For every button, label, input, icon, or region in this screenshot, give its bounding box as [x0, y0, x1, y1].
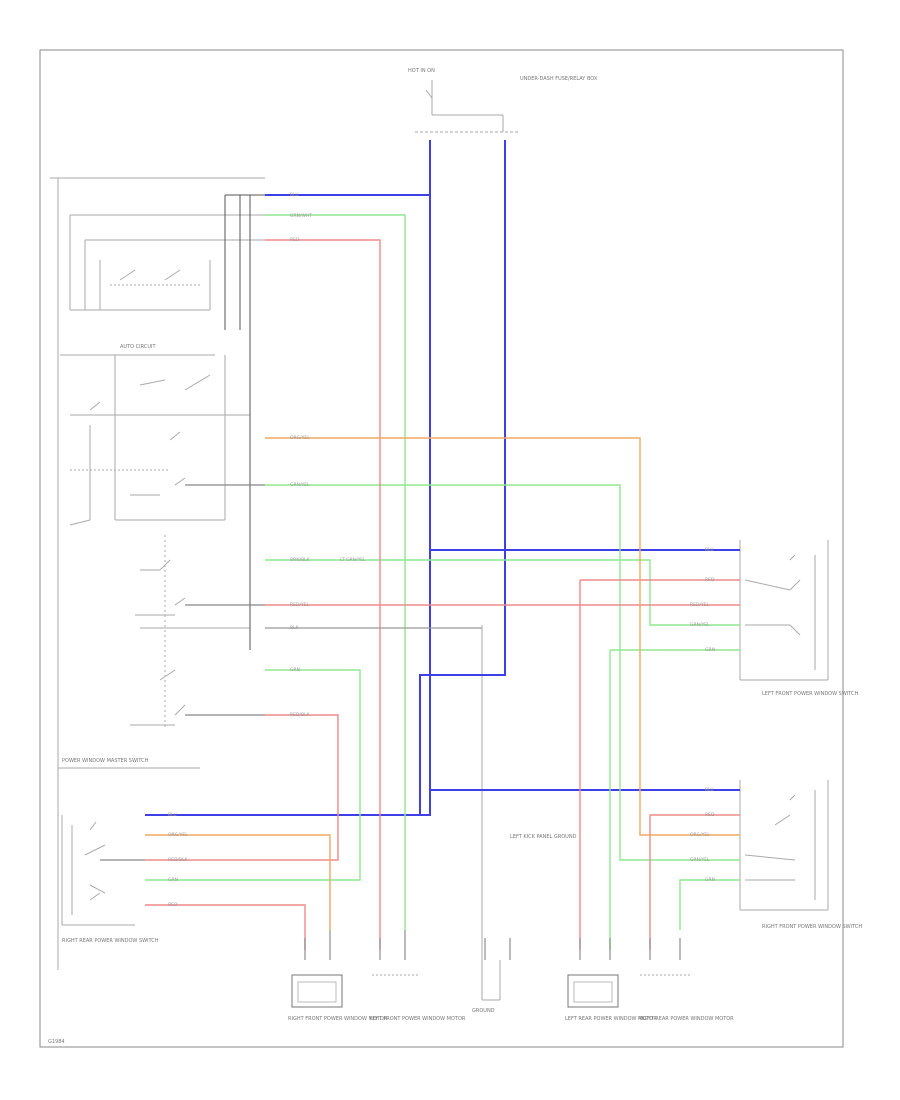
- motor-rr-label: RIGHT REAR POWER WINDOW MOTOR: [638, 1016, 734, 1022]
- wire-label-grnyel-rf: GRN/YEL: [690, 857, 710, 863]
- wire-label-red-top: RED: [290, 237, 300, 243]
- wire-label-grn: GRN: [290, 667, 300, 673]
- master-switch-label: POWER WINDOW MASTER SWITCH: [62, 758, 149, 764]
- master-switch-top: AUTO CIRCUIT: [50, 177, 265, 970]
- wire-label-red-rf: RED: [705, 812, 715, 818]
- rf-switch-label: RIGHT FRONT POWER WINDOW SWITCH: [762, 924, 862, 930]
- footer-code: G1984: [48, 1039, 65, 1045]
- wire-label-redyel: RED/YEL: [290, 602, 310, 608]
- wire-label-redblk-lr: RED/BLK: [168, 857, 189, 863]
- wire-label-blu-lf: BLU: [705, 547, 714, 553]
- wire-label-grn-lf: GRN: [705, 647, 715, 653]
- wire-label-redyel-lf: RED/YEL: [690, 602, 710, 608]
- motor-lr-label: LEFT REAR POWER WINDOW MOTOR: [565, 1016, 657, 1022]
- wire-label-blu-lr: BLU: [168, 812, 177, 818]
- connector-ticks: [304, 930, 681, 960]
- rf-switch-block: RIGHT FRONT POWER WINDOW SWITCH: [739, 780, 862, 930]
- motor-rf: RIGHT FRONT POWER WINDOW MOTOR: [288, 974, 388, 1022]
- wire-label-red-lf: RED: [705, 577, 715, 583]
- wire-label-grnyel: GRN/YEL: [290, 482, 310, 488]
- green-wires: [145, 214, 740, 950]
- wire-label-blu-rf: BLU: [705, 787, 714, 793]
- ground-box-label: GROUND: [472, 1008, 495, 1014]
- wire-label-ltgrnyel: LT GRN/YEL: [340, 557, 366, 563]
- wire-label-orgyel-lr: ORG/YEL: [168, 832, 188, 838]
- fuse-box: HOT IN ON UNDER-DASH FUSE/RELAY BOX: [408, 68, 598, 133]
- motor-rf-label: RIGHT FRONT POWER WINDOW MOTOR: [288, 1016, 388, 1022]
- left-front-switch-label: RIGHT REAR POWER WINDOW SWITCH: [62, 938, 159, 944]
- wire-label-blk: BLK: [290, 625, 300, 631]
- wire-label-brnblk: BRN/BLK: [290, 557, 311, 563]
- wire-labels: BLU GRN/WHT RED ORG/YEL GRN/YEL BRN/BLK …: [168, 192, 715, 908]
- ground-note-label: LEFT KICK PANEL GROUND: [510, 834, 577, 840]
- blue-wires: [145, 140, 740, 816]
- wire-label-blu-top: BLU: [290, 192, 299, 198]
- fuse-note-label: UNDER-DASH FUSE/RELAY BOX: [520, 76, 598, 82]
- wire-label-grn-rf: GRN: [705, 877, 715, 883]
- wire-label-grn-lr: GRN: [168, 877, 178, 883]
- diagram-border: [39, 49, 844, 1048]
- auto-circuit-label: AUTO CIRCUIT: [120, 344, 156, 350]
- motor-lf-label: LEFT FRONT POWER WINDOW MOTOR: [370, 1016, 466, 1022]
- motor-lf: LEFT FRONT POWER WINDOW MOTOR: [370, 974, 466, 1022]
- lf-switch-label: LEFT FRONT POWER WINDOW SWITCH: [762, 691, 858, 697]
- motor-rr: RIGHT REAR POWER WINDOW MOTOR: [638, 974, 734, 1022]
- wire-label-orgyel-rf: ORG/YEL: [690, 832, 710, 838]
- lf-switch-block: LEFT FRONT POWER WINDOW SWITCH: [739, 540, 858, 697]
- wire-label-redblk: RED/BLK: [290, 712, 311, 718]
- orange-wires: [145, 437, 740, 930]
- master-switch-body: POWER WINDOW MASTER SWITCH: [58, 195, 265, 769]
- motor-lr: LEFT REAR POWER WINDOW MOTOR: [565, 974, 657, 1022]
- red-wires: [145, 239, 740, 950]
- wire-label-grnwht-top: GRN/WHT: [290, 213, 312, 219]
- left-front-switch-block: RIGHT REAR POWER WINDOW SWITCH: [61, 815, 159, 944]
- hot-in-run-label: HOT IN ON: [408, 68, 435, 74]
- ground-block: LEFT KICK PANEL GROUND GROUND: [472, 625, 577, 1014]
- wire-label-grnyel-lf: GRN/YEL: [690, 622, 710, 628]
- wire-label-red-lr: RED: [168, 902, 178, 908]
- wire-label-orgyel: ORG/YEL: [290, 435, 310, 441]
